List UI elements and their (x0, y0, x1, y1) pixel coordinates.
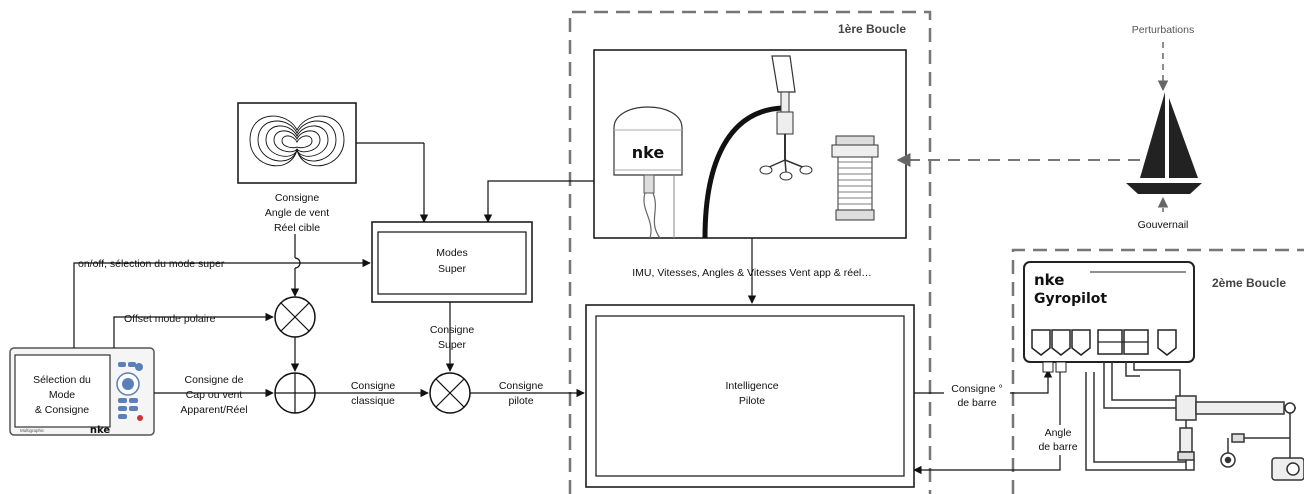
svg-text:Consigne: Consigne (351, 380, 396, 392)
actuator-icon (1085, 362, 1304, 481)
perturbations-label: Perturbations (1132, 24, 1194, 36)
second-loop-label: 2ème Boucle (1212, 276, 1286, 290)
svg-text:Cap ou vent: Cap ou vent (186, 389, 243, 401)
svg-text:Gyropilot: Gyropilot (1034, 291, 1107, 307)
svg-text:Consigne: Consigne (499, 380, 544, 392)
svg-text:Angle: Angle (1045, 427, 1072, 439)
svg-text:Sélection du: Sélection du (33, 374, 91, 386)
svg-text:de barre: de barre (1038, 441, 1077, 453)
svg-text:Multigraphic: Multigraphic (20, 428, 45, 433)
consigne-pilote-label: Consigne pilote (499, 380, 544, 407)
second-loop-frame: 2ème Boucle (1011, 248, 1304, 494)
wind-sensor-icon (759, 55, 813, 181)
consigne-angle-label: Consigne Angle de vent Réel cible (265, 192, 329, 234)
svg-text:Apparent/Réel: Apparent/Réel (180, 404, 247, 416)
svg-text:nke: nke (90, 425, 111, 436)
first-loop-frame: 1ère Boucle (568, 10, 932, 494)
svg-text:Consigne de: Consigne de (185, 374, 244, 386)
on-off-label: on/off, sélection du mode super (78, 258, 225, 270)
gps-antenna-icon: nke (613, 106, 683, 239)
svg-text:Intelligence: Intelligence (725, 380, 778, 392)
svg-text:Consigne °: Consigne ° (951, 383, 1002, 395)
svg-text:pilote: pilote (508, 395, 533, 407)
gouvernail-label: Gouvernail (1138, 219, 1189, 231)
modes-super-box: Modes Super (371, 221, 533, 303)
svg-text:& Consigne: & Consigne (35, 404, 89, 416)
svg-text:Réel cible: Réel cible (274, 222, 320, 234)
svg-text:de barre: de barre (957, 397, 996, 409)
first-loop-label: 1ère Boucle (838, 22, 906, 36)
consigne-cap-label: Consigne de Cap ou vent Apparent/Réel (180, 374, 247, 416)
svg-text:nke: nke (1034, 271, 1064, 289)
intelligence-pilote-box: Intelligence Pilote (585, 304, 915, 488)
svg-text:Angle de vent: Angle de vent (265, 207, 329, 219)
consigne-classique-label: Consigne classique (351, 380, 396, 407)
multigraphic-display: Sélection du Mode & Consigne Multigraphi… (9, 347, 155, 436)
svg-text:nke: nke (632, 143, 665, 162)
sensors-box: nke (593, 49, 907, 239)
junction-offset (274, 296, 316, 338)
polar-diagram (237, 102, 357, 184)
svg-text:Super: Super (438, 263, 467, 275)
svg-text:Pilote: Pilote (739, 395, 765, 407)
svg-text:classique: classique (351, 395, 395, 407)
offset-label: Offset mode polaire (124, 313, 216, 325)
svg-text:Modes: Modes (436, 247, 468, 259)
sailboat-icon (1126, 92, 1202, 194)
junction-sum (274, 372, 316, 414)
consigne-barre-label: Consigne ° de barre (944, 380, 1010, 410)
svg-text:Super: Super (438, 339, 467, 351)
gyropilot-unit: nke Gyropilot (1023, 261, 1195, 373)
svg-text:Mode: Mode (49, 389, 75, 401)
svg-text:Consigne: Consigne (275, 192, 320, 204)
transducer-icon (831, 135, 879, 221)
consigne-super-label: Consigne Super (430, 324, 475, 351)
svg-text:Consigne: Consigne (430, 324, 475, 336)
junction-super (429, 372, 471, 414)
angle-barre-label: Angle de barre (1036, 425, 1084, 455)
keypad-icon (116, 362, 143, 421)
